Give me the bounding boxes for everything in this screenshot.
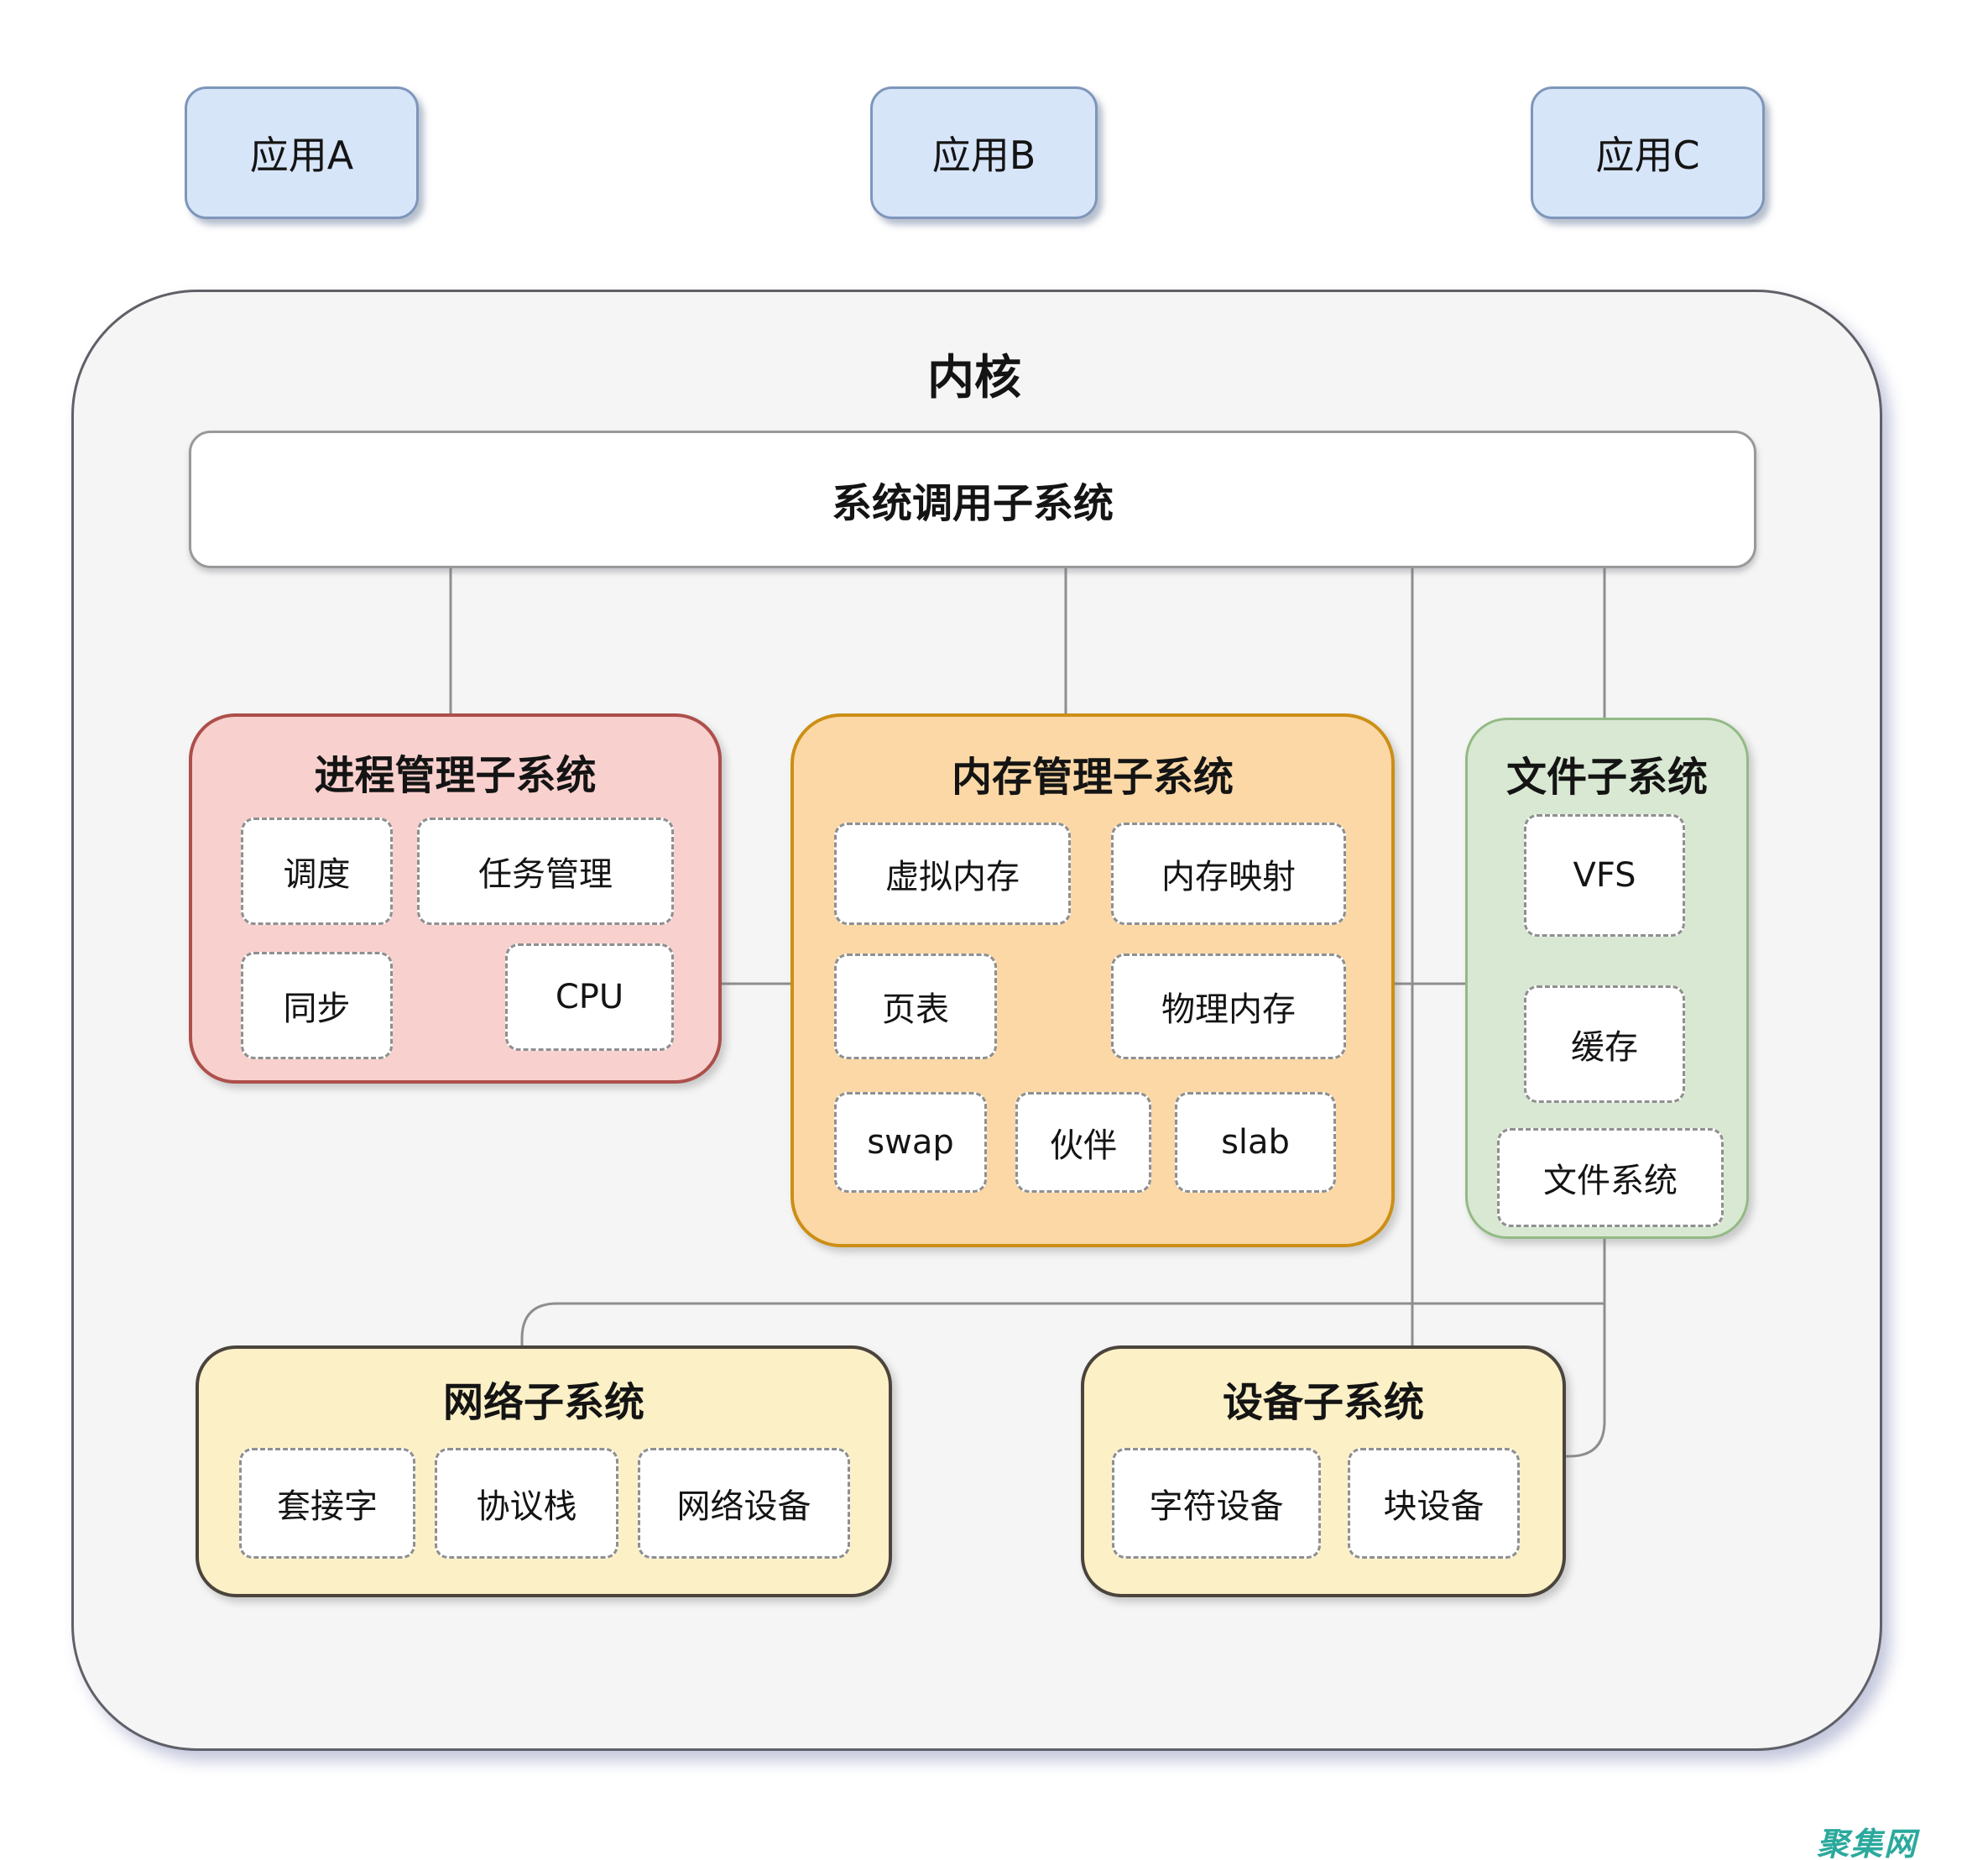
node-scheduling: 调度 bbox=[241, 818, 393, 925]
node-cpu: CPU bbox=[505, 943, 674, 1051]
file-subsystem-title: 文件子系统 bbox=[1505, 754, 1708, 801]
syscall-subsystem-label: 系统调用子系统 bbox=[831, 480, 1114, 527]
node-task-management: 任务管理 bbox=[417, 818, 674, 925]
watermark-text: 聚集网 bbox=[1816, 1826, 1918, 1860]
node-physical-memory: 物理内存 bbox=[1111, 954, 1346, 1059]
node-block-device: 块设备 bbox=[1348, 1448, 1520, 1559]
memory-subsystem-title: 内存管理子系统 bbox=[951, 754, 1234, 801]
node-synchronization: 同步 bbox=[241, 952, 393, 1059]
process-subsystem-title: 进程管理子系统 bbox=[314, 752, 597, 799]
node-protocol-stack: 协议栈 bbox=[435, 1448, 618, 1559]
syscall-subsystem-box: 系统调用子系统 bbox=[189, 431, 1756, 568]
network-subsystem-title: 网络子系统 bbox=[442, 1379, 644, 1426]
node-swap: swap bbox=[834, 1092, 987, 1193]
node-memory-mapping: 内存映射 bbox=[1111, 823, 1346, 925]
node-filesystem: 文件系统 bbox=[1497, 1128, 1724, 1227]
node-buddy: 伙伴 bbox=[1015, 1092, 1151, 1193]
app-a-box: 应用A bbox=[185, 86, 419, 219]
node-character-device: 字符设备 bbox=[1112, 1448, 1321, 1559]
app-b-box: 应用B bbox=[870, 86, 1098, 219]
app-c-label: 应用C bbox=[1595, 133, 1700, 178]
process-subsystem-box: 进程管理子系统 调度 任务管理 同步 CPU bbox=[189, 713, 722, 1084]
device-subsystem-title: 设备子系统 bbox=[1222, 1379, 1424, 1426]
node-socket: 套接字 bbox=[239, 1448, 415, 1559]
node-page-table: 页表 bbox=[834, 954, 997, 1059]
node-virtual-memory: 虚拟内存 bbox=[834, 823, 1071, 925]
node-cache: 缓存 bbox=[1524, 985, 1685, 1103]
device-subsystem-box: 设备子系统 字符设备 块设备 bbox=[1081, 1345, 1566, 1597]
memory-subsystem-box: 内存管理子系统 虚拟内存 内存映射 页表 物理内存 swap 伙伴 slab bbox=[791, 713, 1395, 1247]
node-network-device: 网络设备 bbox=[638, 1448, 850, 1559]
node-slab: slab bbox=[1175, 1092, 1336, 1193]
kernel-title: 内核 bbox=[927, 351, 1021, 405]
app-b-label: 应用B bbox=[931, 133, 1036, 178]
app-c-box: 应用C bbox=[1531, 86, 1765, 219]
file-subsystem-box: 文件子系统 VFS 缓存 文件系统 bbox=[1465, 718, 1749, 1239]
node-vfs: VFS bbox=[1524, 814, 1685, 937]
app-a-label: 应用A bbox=[249, 133, 354, 178]
network-subsystem-box: 网络子系统 套接字 协议栈 网络设备 bbox=[196, 1345, 892, 1597]
